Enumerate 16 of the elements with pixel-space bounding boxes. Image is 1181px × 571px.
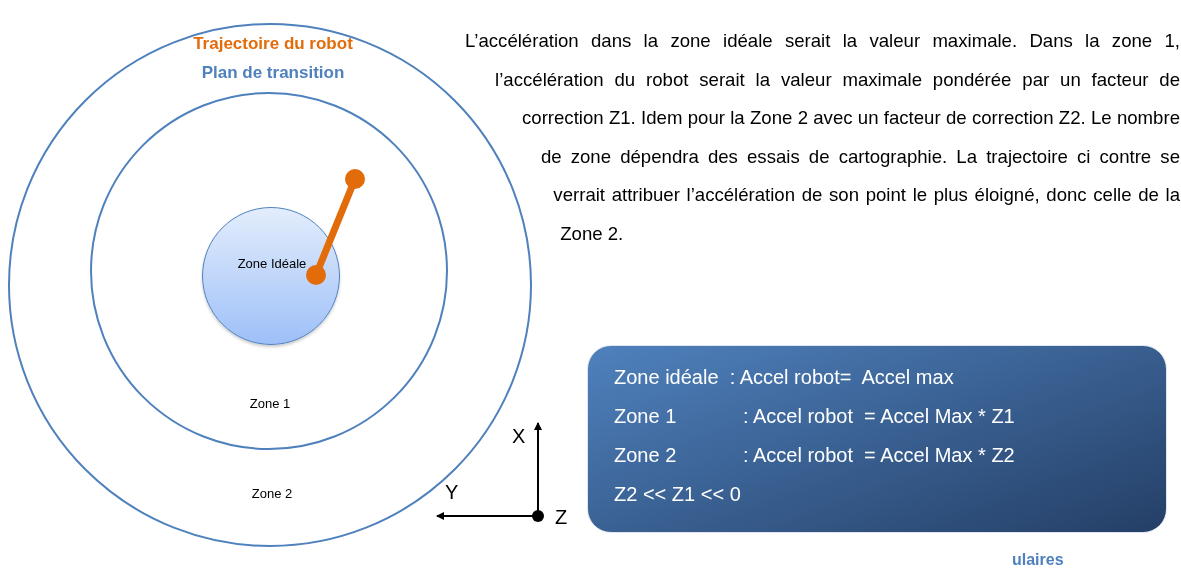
transition-legend-text: Plan de transition bbox=[200, 63, 346, 83]
trajectory-legend-text: Trajectoire du robot bbox=[192, 34, 354, 54]
axis-label: Z bbox=[555, 506, 568, 529]
formula-line: Zone idéale : Accel robot= Accel max bbox=[614, 365, 954, 390]
zone-circle bbox=[90, 92, 448, 450]
formula-line: Zone 1 : Accel robot = Accel Max * Z1 bbox=[614, 404, 1015, 429]
zone-label: Zone 2 bbox=[250, 485, 294, 503]
zone-label: Zone Idéale bbox=[236, 255, 308, 273]
axis-label: Y bbox=[445, 481, 459, 504]
formula-line: Z2 << Z1 << 0 bbox=[614, 482, 741, 507]
formula-panel bbox=[587, 345, 1167, 533]
formula-line: Zone 2 : Accel robot = Accel Max * Z2 bbox=[614, 443, 1015, 468]
zone-label: Zone 1 bbox=[248, 395, 292, 413]
axis-label: X bbox=[512, 425, 526, 448]
description-paragraph: L’accélération dans la zone idéale serait la valeur maximale. Dans la zone 1, l’accélération du robot serait la valeur maximale pondérée par un facteur de correction Z1. Idem pour la Zone 2 avec un facteur de correction Z2. Le nombre de zone dépendra des essais de cartographie. La trajectoire ci contre se verrait attribuer l’accélération de son point le plus éloigné, donc celle de la Zone 2. bbox=[465, 29, 1180, 246]
fragment-text: ulaires bbox=[1012, 551, 1064, 569]
